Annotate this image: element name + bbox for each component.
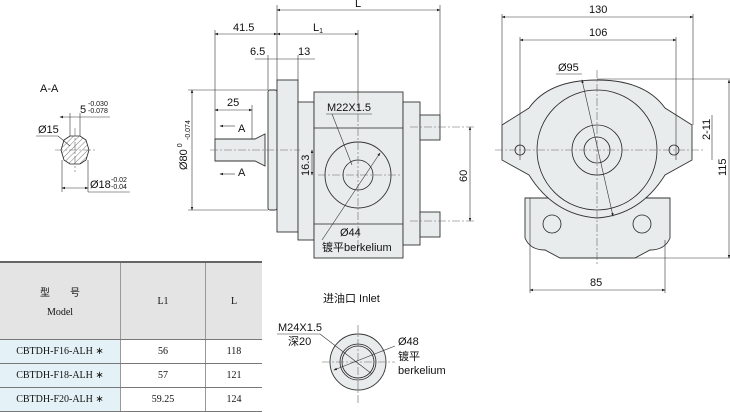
- dim-41-5: 41.5: [233, 22, 254, 34]
- dia-80-label: Ø800: [177, 143, 190, 170]
- bolt-head-top: [419, 114, 441, 141]
- dia-18-label: Ø18: [90, 179, 111, 191]
- section-mark-bottom: A: [238, 167, 246, 179]
- rear-cover: [402, 101, 421, 246]
- header-model-cn: 型 号: [40, 288, 80, 299]
- section-a-a: A-A 5 -0.030 -0.078 Ø15 Ø18 -0.02 -0.04: [36, 83, 130, 193]
- header-model-en: Model: [46, 307, 74, 318]
- spotface-label: 镀平berkelium: [322, 240, 392, 254]
- cell-l: 118: [205, 339, 262, 364]
- dim-115: 115: [717, 158, 729, 176]
- section-mark-top: A: [238, 123, 246, 135]
- key-tol-upper: -0.030: [88, 101, 108, 108]
- cell-l: 121: [205, 363, 262, 388]
- dia-15-label: Ø15: [38, 124, 59, 136]
- inlet-depth-label: 深20: [288, 335, 311, 348]
- port-bolt-right: [632, 214, 652, 234]
- inlet-dia-label: Ø48: [398, 336, 419, 348]
- inlet-title: 进油口 Inlet: [323, 291, 380, 305]
- outer-tol-lower: -0.04: [111, 184, 127, 191]
- dim-85: 85: [590, 277, 602, 289]
- dim-130: 130: [589, 4, 607, 16]
- header-model: 型 号 Model: [0, 262, 121, 340]
- inlet-spotface-en: berkelium: [398, 365, 446, 377]
- cell-model: CBTDH-F20-ALH ∗: [0, 387, 121, 412]
- holes-label: 2-11: [701, 119, 713, 140]
- key-width-label: 5: [80, 104, 86, 116]
- mounting-flange: [276, 79, 299, 233]
- side-view: L 41.5 L1 6.5 13 25 A A Ø800 -0.074 M22X…: [177, 0, 475, 259]
- dia-44-label: Ø44: [340, 227, 361, 239]
- dim-25: 25: [227, 97, 239, 109]
- port-bolt-left: [542, 214, 562, 234]
- cell-l1: 56: [120, 339, 206, 364]
- dia-80-tol-lower: -0.074: [185, 120, 192, 140]
- inlet-view: 进油口 Inlet M24X1.5 深20 Ø48 镀平 berkelium: [277, 291, 446, 403]
- key-tol-lower: -0.078: [88, 108, 108, 115]
- inlet-thread-label: M24X1.5: [278, 322, 322, 334]
- header-l: L: [205, 262, 262, 340]
- table-header-row: 型 号 Model L1 L: [0, 262, 262, 340]
- cell-model: CBTDH-F18-ALH ∗: [0, 363, 121, 388]
- outlet-thread-label: M22X1.5: [327, 102, 371, 114]
- cell-l: 124: [205, 387, 262, 412]
- dia-95-label: Ø95: [558, 62, 579, 74]
- dim-L1: L1: [313, 22, 323, 35]
- cell-model: CBTDH-F16-ALH ∗: [0, 339, 121, 364]
- inlet-spotface-cn: 镀平: [398, 349, 420, 363]
- dim-60: 60: [458, 170, 470, 182]
- pump-drawing: A-A 5 -0.030 -0.078 Ø15 Ø18 -0.02 -0.04: [36, 0, 730, 403]
- dim-6-5: 6.5: [250, 46, 265, 58]
- front-view: 130 106 Ø95 2-11 115 85: [495, 4, 730, 293]
- bolt-head-bottom: [419, 211, 441, 238]
- dim-L: L: [355, 0, 361, 10]
- cell-l1: 57: [120, 363, 206, 388]
- outer-tol-upper: -0.02: [111, 177, 127, 184]
- dim-16-3: 16.3: [300, 155, 312, 176]
- dim-106: 106: [589, 27, 607, 39]
- cell-l1: 59.25: [120, 387, 206, 412]
- section-title: A-A: [40, 83, 59, 95]
- header-l1: L1: [120, 262, 206, 340]
- dim-13: 13: [298, 46, 310, 58]
